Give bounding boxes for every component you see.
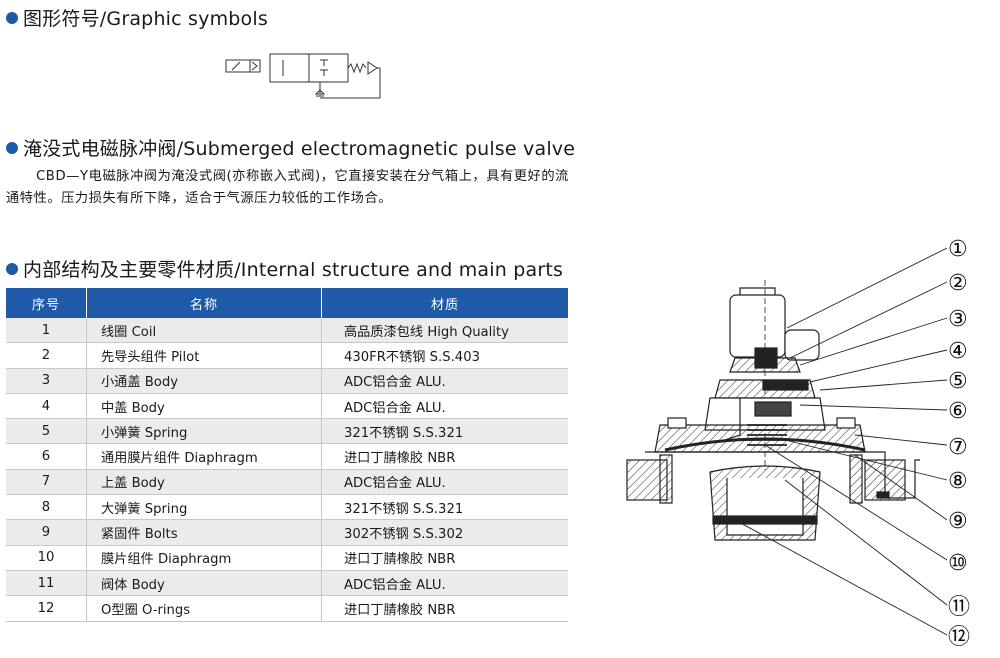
- leader-lines: [734, 247, 948, 636]
- callout-labels: ① ② ③ ④ ⑤ ⑥ ⑦ ⑧ ⑨ ⑩ ⑪ ⑫: [948, 237, 970, 650]
- callout-9: ⑨: [948, 509, 968, 534]
- heading-text: 图形符号/Graphic symbols: [23, 8, 268, 30]
- cell-name: 大弹簧 Spring: [86, 494, 322, 521]
- callout-4: ④: [948, 339, 968, 364]
- cell-name: 中盖 Body: [86, 393, 322, 420]
- cell-material: ADC铝合金 ALU.: [321, 393, 568, 420]
- cell-name: 小通盖 Body: [86, 368, 322, 394]
- internal-structure-heading: 内部结构及主要零件材质/Internal structure and main …: [6, 255, 563, 282]
- callout-1: ①: [948, 237, 968, 262]
- valve-drawing: [626, 280, 920, 541]
- table-header-row: 序号 名称 材质: [6, 288, 568, 318]
- cell-name: 紧固件 Bolts: [86, 519, 322, 546]
- callout-10: ⑩: [948, 551, 968, 576]
- header-material: 材质: [321, 288, 568, 318]
- cell-material: ADC铝合金 ALU.: [321, 570, 568, 597]
- bullet-icon: [6, 263, 18, 275]
- cell-name: 线圈 Coil: [86, 318, 322, 344]
- callout-8: ⑧: [948, 469, 968, 494]
- header-index: 序号: [6, 288, 87, 318]
- header-name: 名称: [86, 288, 322, 318]
- cell-index: 6: [6, 443, 87, 470]
- cell-material: 进口丁腈橡胶 NBR: [321, 595, 568, 622]
- callout-7: ⑦: [948, 435, 968, 460]
- cell-index: 11: [6, 570, 87, 597]
- callout-3: ③: [948, 307, 968, 332]
- cell-material: 430FR不锈钢 S.S.403: [321, 342, 568, 369]
- graphic-symbols-heading: 图形符号/Graphic symbols: [6, 4, 268, 31]
- cell-material: 进口丁腈橡胶 NBR: [321, 545, 568, 571]
- cell-index: 9: [6, 519, 87, 546]
- cell-name: 膜片组件 Diaphragm: [86, 545, 322, 571]
- cell-index: 2: [6, 342, 87, 369]
- cell-index: 5: [6, 418, 87, 445]
- spring-symbol: [347, 62, 367, 74]
- cell-index: 7: [6, 469, 87, 496]
- cell-material: 高品质漆包线 High Quality: [321, 318, 568, 344]
- cell-index: 4: [6, 393, 87, 420]
- cell-material: 321不锈钢 S.S.321: [321, 494, 568, 521]
- cell-material: 302不锈钢 S.S.302: [321, 519, 568, 546]
- cell-index: 8: [6, 494, 87, 521]
- cell-material: ADC铝合金 ALU.: [321, 469, 568, 496]
- graphic-symbol-diagram: [225, 53, 381, 99]
- cell-name: 阀体 Body: [86, 570, 322, 597]
- callout-5: ⑤: [948, 369, 968, 394]
- heading-text: 内部结构及主要零件材质/Internal structure and main …: [23, 259, 564, 281]
- cell-name: 通用膜片组件 Diaphragm: [86, 443, 322, 470]
- callout-6: ⑥: [948, 399, 968, 424]
- cell-name: 先导头组件 Pilot: [86, 342, 322, 369]
- diaphragm-shape: [664, 437, 866, 452]
- cell-index: 3: [6, 368, 87, 394]
- connector-shape: [784, 329, 820, 361]
- heading-text: 淹没式电磁脉冲阀/Submerged electromagnetic pulse…: [23, 138, 576, 160]
- cell-name: 小弹簧 Spring: [86, 418, 322, 445]
- cell-material: 321不锈钢 S.S.321: [321, 418, 568, 445]
- bullet-icon: [6, 12, 18, 24]
- cell-index: 12: [6, 595, 87, 622]
- cell-name: 上盖 Body: [86, 469, 322, 496]
- callout-11: ⑪: [948, 595, 970, 620]
- bullet-icon: [6, 142, 18, 154]
- callout-2: ②: [948, 271, 968, 296]
- cell-material: ADC铝合金 ALU.: [321, 368, 568, 394]
- cell-name: O型圈 O-rings: [86, 595, 322, 622]
- valve-title-heading: 淹没式电磁脉冲阀/Submerged electromagnetic pulse…: [6, 134, 575, 161]
- cell-material: 进口丁腈橡胶 NBR: [321, 443, 568, 470]
- cell-index: 10: [6, 545, 87, 571]
- solenoid-symbol: [225, 59, 251, 73]
- cell-index: 1: [6, 318, 87, 344]
- o-ring-shape: [712, 515, 818, 525]
- valve-description: CBD—Y电磁脉冲阀为淹没式阀(亦称嵌入式阀)，它直接安装在分气箱上，具有更好的…: [6, 169, 569, 206]
- callout-12: ⑫: [948, 625, 970, 650]
- valve-cross-section-diagram: ① ② ③ ④ ⑤ ⑥ ⑦ ⑧ ⑨ ⑩ ⑪ ⑫: [626, 237, 970, 650]
